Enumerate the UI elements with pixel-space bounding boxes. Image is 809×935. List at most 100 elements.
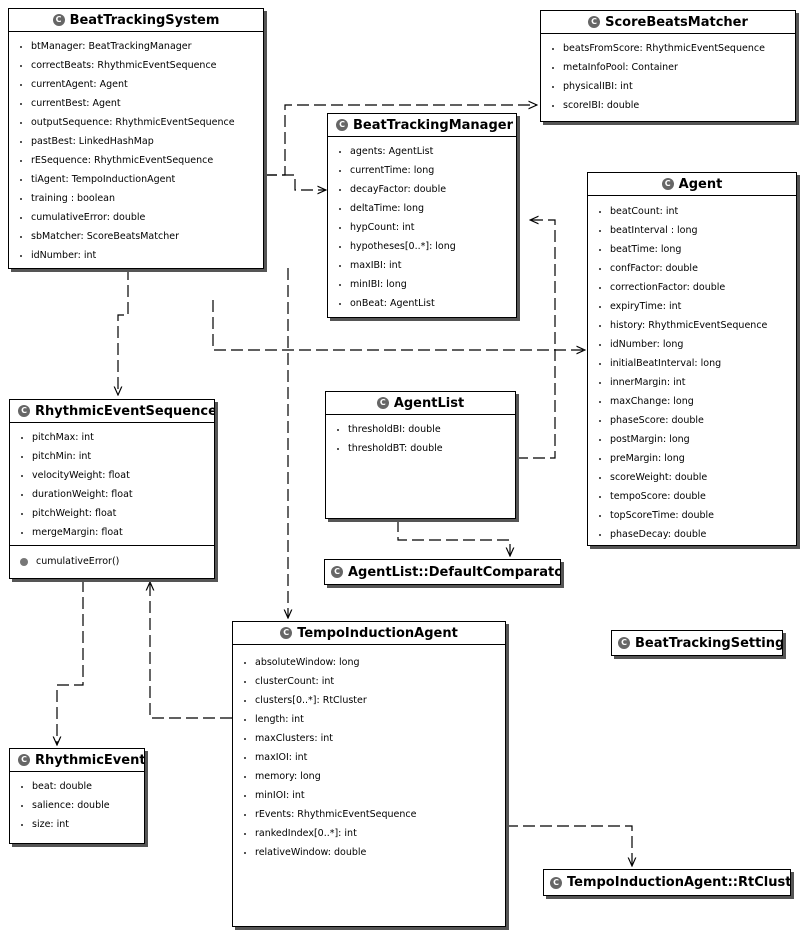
attribute: physicalIBI: int: [541, 77, 795, 96]
field-icon: [597, 493, 603, 500]
class-tempoinductionagent[interactable]: C TempoInductionAgent absoluteWindow: lo…: [232, 621, 506, 927]
attribute: velocityWeight: float: [10, 466, 214, 485]
attribute: thresholdBT: double: [326, 439, 515, 458]
class-agent[interactable]: C Agent beatCount: int beatInterval : lo…: [587, 172, 797, 546]
class-name: RhythmicEventSequence: [35, 403, 214, 419]
class-name: BeatTrackingManager: [353, 117, 513, 133]
field-icon: [550, 102, 556, 109]
class-icon: C: [280, 627, 293, 639]
field-icon: [337, 186, 343, 193]
attribute: pitchMax: int: [10, 428, 214, 447]
attribute: initialBeatInterval: long: [588, 354, 796, 373]
field-icon: [18, 100, 24, 107]
class-agentlist[interactable]: C AgentList thresholdBI: double threshol…: [325, 391, 516, 519]
attribute: scoreWeight: double: [588, 468, 796, 487]
field-icon: [597, 322, 603, 329]
field-icon: [597, 208, 603, 215]
field-icon: [337, 205, 343, 212]
field-icon: [335, 445, 341, 452]
field-icon: [242, 659, 248, 666]
class-icon: C: [18, 405, 30, 417]
attribute: pastBest: LinkedHashMap: [9, 132, 263, 151]
link-res-rhythmicevent: [57, 580, 84, 745]
class-beattrackingmanager[interactable]: C BeatTrackingManager agents: AgentList …: [327, 113, 517, 318]
class-icon: C: [588, 16, 601, 28]
field-icon: [242, 754, 248, 761]
class-beattrackingsettings[interactable]: C BeatTrackingSettings: [611, 630, 783, 656]
attribute: idNumber: long: [588, 335, 796, 354]
attribute: btManager: BeatTrackingManager: [9, 37, 263, 56]
field-icon: [19, 821, 25, 828]
field-icon: [337, 148, 343, 155]
field-icon: [19, 434, 25, 441]
class-header: C RhythmicEvent: [10, 749, 144, 772]
attribute: idNumber: int: [9, 246, 263, 265]
attribute: currentTime: long: [328, 161, 516, 180]
field-icon: [550, 83, 556, 90]
attribute: salience: double: [10, 796, 144, 815]
field-icon: [335, 426, 341, 433]
attribute: maxIOI: int: [233, 748, 505, 767]
class-scorebeatsmatcher[interactable]: C ScoreBeatsMatcher beatsFromScore: Rhyt…: [540, 10, 796, 122]
class-name: BeatTrackingSettings: [635, 635, 782, 651]
field-icon: [18, 214, 24, 221]
operation-list: cumulativeError(): [10, 545, 214, 575]
class-header: C BeatTrackingSettings: [612, 631, 782, 655]
attribute: expiryTime: int: [588, 297, 796, 316]
field-icon: [597, 341, 603, 348]
field-icon: [242, 830, 248, 837]
field-icon: [242, 716, 248, 723]
attribute: beatTime: long: [588, 240, 796, 259]
attribute: maxIBI: int: [328, 256, 516, 275]
attribute: innerMargin: int: [588, 373, 796, 392]
field-icon: [337, 281, 343, 288]
field-icon: [337, 262, 343, 269]
class-header: C TempoInductionAgent: [233, 622, 505, 645]
class-rhythmiceventsequence[interactable]: C RhythmicEventSequence pitchMax: int pi…: [9, 399, 215, 579]
field-icon: [19, 453, 25, 460]
attribute: maxChange: long: [588, 392, 796, 411]
class-icon: C: [52, 14, 65, 26]
attribute: currentAgent: Agent: [9, 75, 263, 94]
attribute: cumulativeError: double: [9, 208, 263, 227]
class-icon: C: [661, 178, 674, 190]
attribute: deltaTime: long: [328, 199, 516, 218]
attribute: minIBI: long: [328, 275, 516, 294]
field-icon: [597, 303, 603, 310]
attribute: tiAgent: TempoInductionAgent: [9, 170, 263, 189]
link-bts-rhythmiceventsequence: [118, 268, 129, 395]
field-icon: [597, 398, 603, 405]
field-icon: [19, 783, 25, 790]
class-defaultcomparator[interactable]: C AgentList::DefaultComparato: [324, 559, 561, 585]
field-icon: [597, 227, 603, 234]
field-icon: [19, 491, 25, 498]
attribute: mergeMargin: float: [10, 523, 214, 542]
field-icon: [18, 157, 24, 164]
link-bts-btmanager: [265, 174, 326, 190]
class-rtcluster[interactable]: C TempoInductionAgent::RtClust: [543, 869, 791, 896]
field-icon: [337, 167, 343, 174]
class-name: TempoInductionAgent::RtClust: [567, 875, 790, 890]
field-icon: [597, 284, 603, 291]
field-icon: [19, 472, 25, 479]
class-rhythmicevent[interactable]: C RhythmicEvent beat: double salience: d…: [9, 748, 145, 844]
field-icon: [597, 436, 603, 443]
attribute: memory: long: [233, 767, 505, 786]
attribute: pitchWeight: float: [10, 504, 214, 523]
attribute: history: RhythmicEventSequence: [588, 316, 796, 335]
field-icon: [597, 246, 603, 253]
class-header: C Agent: [588, 173, 796, 196]
field-icon: [18, 43, 24, 50]
class-header: C TempoInductionAgent::RtClust: [544, 870, 790, 895]
class-beattrackingsystem[interactable]: C BeatTrackingSystem btManager: BeatTrac…: [8, 8, 264, 269]
attribute: confFactor: double: [588, 259, 796, 278]
attribute: clusters[0..*]: RtCluster: [233, 691, 505, 710]
attribute: clusterCount: int: [233, 672, 505, 691]
field-icon: [242, 849, 248, 856]
link-agentlist-comparator: [397, 520, 510, 556]
attribute-list: beat: double salience: double size: int: [10, 772, 144, 837]
field-icon: [18, 119, 24, 126]
class-icon: C: [618, 637, 630, 649]
class-header: C AgentList: [326, 392, 515, 415]
